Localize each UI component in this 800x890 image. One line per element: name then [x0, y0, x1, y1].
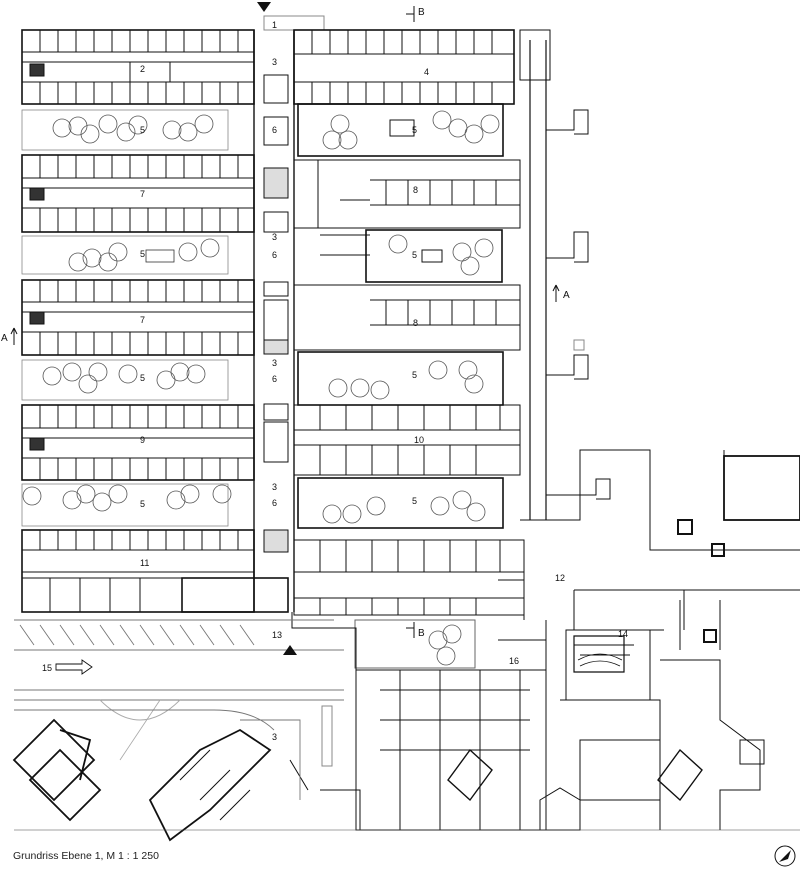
label-10: 10	[414, 435, 424, 445]
label-4: 4	[424, 67, 429, 77]
right-wing-block-10	[293, 404, 521, 476]
label-3: 3	[272, 232, 277, 242]
north-arrow-icon	[774, 845, 796, 867]
svg-text:B: B	[418, 628, 425, 639]
label-12: 12	[555, 573, 565, 583]
svg-text:B: B	[418, 7, 425, 18]
label-3: 3	[272, 732, 277, 742]
right-courtyards	[297, 103, 504, 669]
car-arrow-right-outline-icon	[55, 659, 93, 675]
label-14: 14	[618, 629, 628, 639]
plan-caption: Grundriss Ebene 1, M 1 : 1 250	[13, 850, 159, 862]
entrance-bottom-triangle-up-icon	[283, 645, 297, 655]
right-wing-block-top	[293, 29, 551, 105]
label-15: 15	[42, 663, 52, 673]
label-3: 3	[272, 57, 277, 67]
label-3: 3	[272, 358, 277, 368]
left-wing-block-3	[21, 279, 255, 356]
label-5: 5	[140, 499, 145, 509]
area-labels: 1 2 3 4 5 5 6 7 8 3 5 5 6 7 8 3 5 5 6 9 …	[42, 20, 628, 742]
label-9: 9	[140, 435, 145, 445]
left-wing-block-5	[21, 529, 289, 613]
label-8: 8	[413, 318, 418, 328]
label-8: 8	[413, 185, 418, 195]
label-5: 5	[412, 250, 417, 260]
label-6: 6	[272, 498, 277, 508]
south-complex	[289, 449, 800, 831]
label-5: 5	[412, 370, 417, 380]
label-5: 5	[140, 373, 145, 383]
section-marker-a-right: A	[552, 284, 570, 302]
label-3: 3	[272, 482, 277, 492]
right-wing-block-8a	[293, 159, 521, 256]
label-5: 5	[140, 249, 145, 259]
bottom-left-buildings	[12, 718, 272, 842]
section-marker-b-top: B	[406, 6, 425, 22]
right-wing-block-8b	[293, 284, 521, 351]
label-2: 2	[140, 64, 145, 74]
label-5: 5	[412, 125, 417, 135]
lecture-hall	[573, 635, 625, 673]
label-5: 5	[412, 496, 417, 506]
label-16: 16	[509, 656, 519, 666]
section-marker-a-left: A	[1, 327, 18, 345]
svg-text:A: A	[1, 333, 8, 344]
label-11: 11	[140, 558, 149, 568]
label-7: 7	[140, 315, 145, 325]
label-6: 6	[272, 374, 277, 384]
left-courtyards	[21, 109, 232, 527]
label-6: 6	[272, 250, 277, 260]
svg-text:A: A	[563, 290, 570, 301]
entrance-top-triangle-down-icon	[257, 2, 271, 12]
label-13: 13	[272, 630, 282, 640]
label-1: 1	[272, 20, 277, 30]
label-6: 6	[272, 125, 277, 135]
left-wing-block-1	[21, 29, 255, 105]
left-wing-block-2	[21, 154, 255, 233]
label-7: 7	[140, 189, 145, 199]
section-marker-b-bottom: B	[406, 622, 425, 639]
right-spine	[529, 40, 611, 520]
label-5: 5	[140, 125, 145, 135]
parking-area	[14, 619, 344, 800]
right-wing-block-bottom	[293, 539, 525, 616]
central-corridor	[253, 15, 325, 612]
left-wing-block-4	[21, 404, 255, 481]
